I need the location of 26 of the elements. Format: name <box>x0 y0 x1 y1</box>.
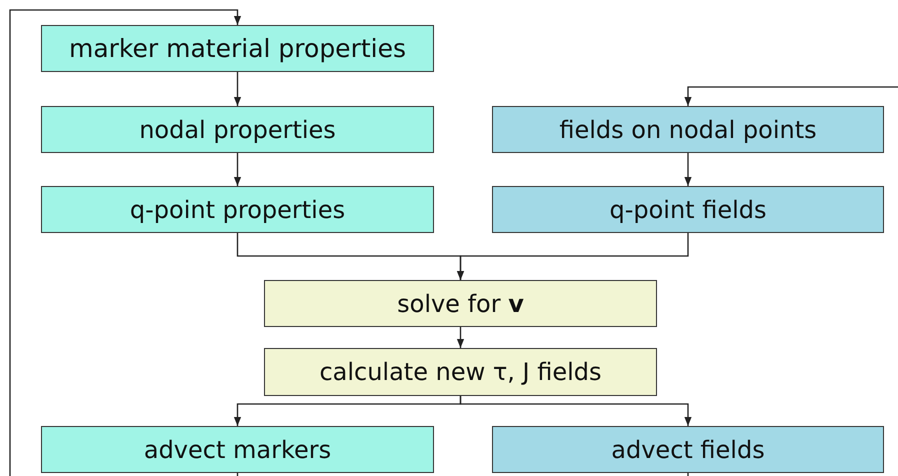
process-box <box>41 426 434 473</box>
box-label: calculate new τ, J fields <box>319 358 602 386</box>
box-label: q-point fields <box>609 196 767 224</box>
process-box <box>41 186 434 233</box>
process-box <box>492 186 884 233</box>
box-label: advect fields <box>611 436 765 464</box>
arrow <box>684 153 692 186</box>
process-box <box>264 348 657 396</box>
arrow <box>234 153 242 186</box>
box-label: nodal properties <box>139 116 336 144</box>
box-label: advect markers <box>144 436 332 464</box>
process-box <box>41 106 434 153</box>
box-label: solve for v <box>397 290 524 318</box>
box-label: fields on nodal points <box>559 116 817 144</box>
process-box <box>41 25 434 72</box>
box-label: marker material properties <box>68 34 406 63</box>
arrow <box>456 327 464 348</box>
arrow <box>460 396 692 426</box>
arrow <box>684 86 898 476</box>
box-label: q-point properties <box>130 196 346 224</box>
process-box <box>492 426 884 473</box>
process-box <box>264 280 657 327</box>
arrow <box>234 72 242 106</box>
arrow <box>9 9 242 476</box>
process-box <box>492 106 884 153</box>
arrow <box>456 233 689 280</box>
